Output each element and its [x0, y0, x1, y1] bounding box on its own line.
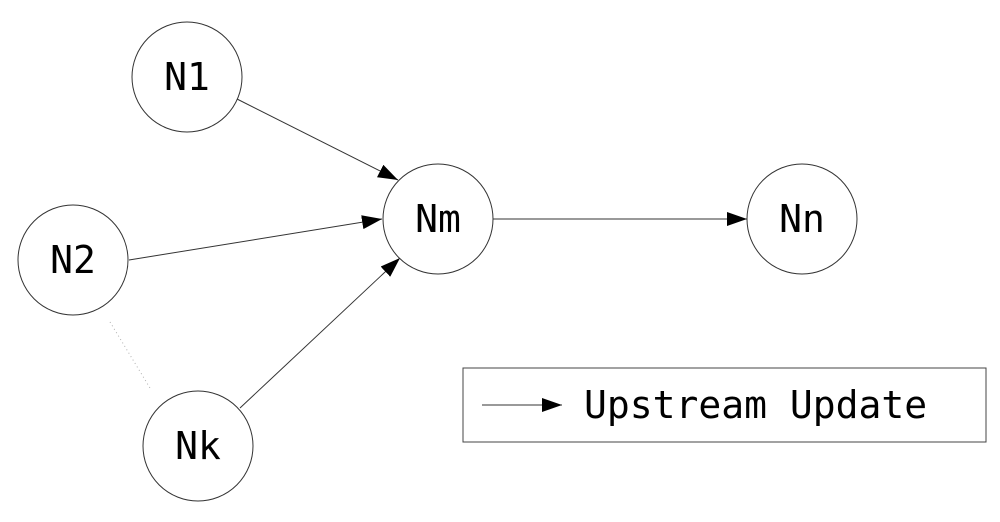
edge-n1-nm	[236, 98, 399, 181]
node-n1: N1	[131, 21, 243, 133]
legend: Upstream Update	[462, 367, 987, 443]
node-nk-label: Nk	[175, 424, 221, 468]
node-nm: Nm	[382, 163, 494, 275]
node-nn-label: Nn	[779, 197, 825, 241]
node-nn: Nn	[746, 163, 858, 275]
node-n2-label: N2	[50, 238, 96, 282]
legend-label: Upstream Update	[584, 383, 927, 427]
edge-n2-nk-dotted	[109, 321, 151, 389]
node-nk: Nk	[142, 390, 254, 502]
edge-n2-nm	[128, 215, 383, 261]
edge-nk-nm	[239, 257, 401, 409]
node-nm-label: Nm	[415, 197, 461, 241]
node-n2: N2	[17, 204, 129, 316]
node-n1-label: N1	[164, 55, 210, 99]
